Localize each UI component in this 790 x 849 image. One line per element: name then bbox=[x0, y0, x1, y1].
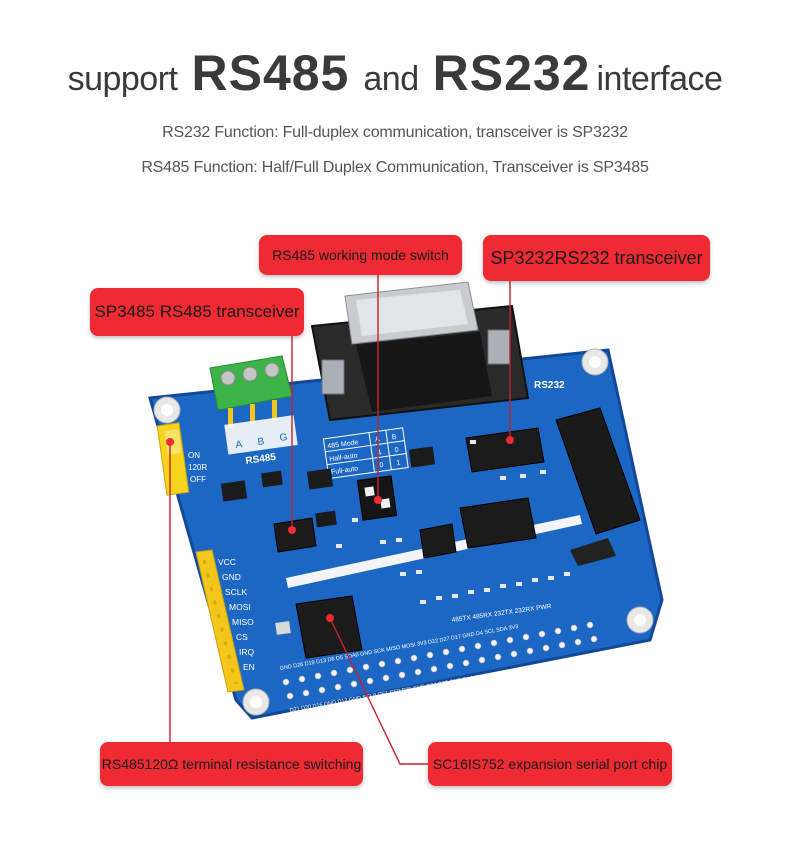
sp3485-chip bbox=[273, 517, 317, 553]
mode-row1-a: 1 bbox=[377, 449, 382, 456]
callout-terminal-resistance: RS485120Ω terminal resistance switching bbox=[100, 742, 363, 786]
mode-table bbox=[322, 427, 409, 480]
headline-interface: interface bbox=[596, 60, 723, 98]
subtitle-rs485: RS485 Function: Half/Full Duplex Communi… bbox=[141, 159, 649, 176]
sp3485-chip-2 bbox=[419, 523, 457, 559]
terminal-pin-a: A bbox=[235, 439, 243, 451]
leader-sc16 bbox=[329, 617, 428, 765]
jumper-label-off: OFF bbox=[190, 475, 206, 484]
mount-hole bbox=[161, 404, 173, 416]
terminal-block bbox=[209, 355, 298, 455]
mode-row2-label: Full-auto bbox=[331, 465, 359, 476]
jumper-label-120r: 120R bbox=[188, 463, 207, 472]
spi-label-gnd: GND bbox=[222, 572, 241, 582]
spi-label-vcc: VCC bbox=[218, 557, 236, 567]
spi-header bbox=[195, 549, 245, 693]
rs485-silk-label: RS485 bbox=[245, 452, 277, 467]
mode-row1-label: Half-auto bbox=[329, 452, 358, 463]
subtitle-rs232: RS232 Function: Full-duplex communicatio… bbox=[162, 124, 628, 141]
mount-hole bbox=[589, 356, 601, 368]
spi-label-cs: CS bbox=[236, 632, 248, 642]
callout-sp3485: SP3485 RS485 transceiver bbox=[90, 288, 304, 336]
spi-label-sclk: SCLK bbox=[225, 587, 248, 597]
mode-row1-b: 0 bbox=[394, 447, 399, 454]
mode-header-b: B bbox=[391, 434, 397, 442]
mode-row2-b: 1 bbox=[396, 459, 401, 466]
headline-rs232: RS232 bbox=[432, 45, 591, 101]
headline-and: and bbox=[363, 60, 419, 98]
spi-label-mosi: MOSI bbox=[229, 602, 251, 612]
jumper-label-on: ON bbox=[188, 451, 200, 460]
small-ic bbox=[306, 468, 334, 490]
spi-label-en: EN bbox=[243, 662, 255, 672]
callout-mode-switch: RS485 working mode switch bbox=[259, 235, 462, 275]
spi-label-irq: IRQ bbox=[239, 647, 255, 657]
mode-row2-a: 0 bbox=[379, 462, 384, 469]
gpio-header bbox=[282, 621, 598, 700]
leader-terminal bbox=[100, 442, 171, 765]
mount-hole bbox=[250, 696, 262, 708]
crystal bbox=[275, 621, 291, 635]
terminal-pin-g: G bbox=[279, 432, 288, 444]
callout-sc16is752: SC16IS752 expansion serial port chip bbox=[428, 742, 672, 786]
small-ic bbox=[408, 446, 436, 468]
rs232-silk-label: RS232 bbox=[534, 380, 565, 391]
sc16is752-chip bbox=[295, 595, 363, 659]
callout-sp3232: SP3232RS232 transceiver bbox=[483, 235, 710, 281]
small-ic bbox=[261, 470, 283, 488]
small-ic bbox=[220, 480, 248, 502]
mount-hole bbox=[634, 614, 646, 626]
headline-rs485: RS485 bbox=[191, 45, 350, 101]
db9-connector bbox=[310, 281, 530, 422]
big-ic bbox=[459, 497, 537, 549]
sp3232-chip bbox=[465, 427, 545, 473]
headline-support: support bbox=[67, 60, 178, 98]
spi-label-miso: MISO bbox=[232, 617, 254, 627]
terminal-pin-b: B bbox=[257, 436, 265, 448]
small-ic bbox=[315, 510, 337, 528]
rs232-pin-header bbox=[555, 407, 641, 535]
mode-header-label: 485 Mode bbox=[327, 439, 359, 450]
